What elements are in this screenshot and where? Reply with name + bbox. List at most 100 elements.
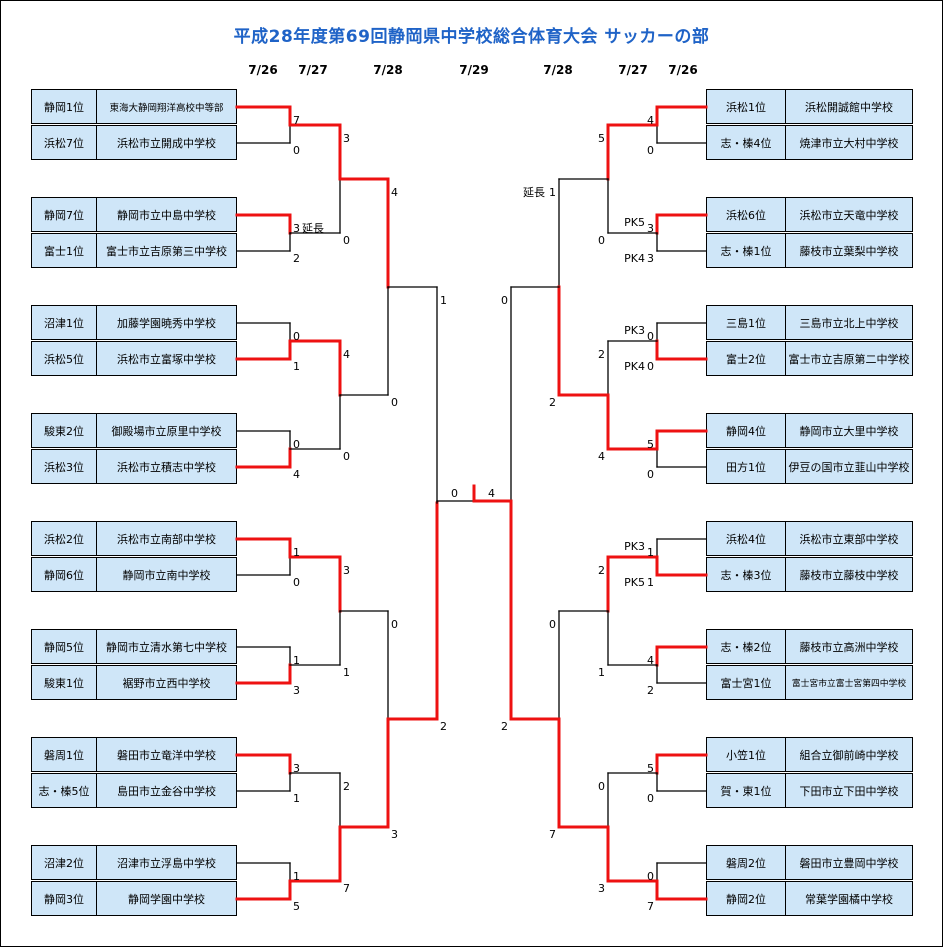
left-score: 3 xyxy=(293,684,300,697)
left-team-box: 磐周1位 磐田市立竜洋中学校 xyxy=(31,737,237,772)
left-team-box: 駿東2位御殿場市立原里中学校 xyxy=(31,413,237,448)
right-team-box: 静岡2位常葉学園橘中学校 xyxy=(706,881,913,916)
left-score: 2 xyxy=(343,780,350,793)
page-title: 平成28年度第69回静岡県中学校総合体育大会 サッカーの部 xyxy=(233,27,710,47)
right-score: 0 xyxy=(647,870,654,883)
team-rank: 浜松4位 xyxy=(707,522,786,555)
right-pk: PK5 xyxy=(624,216,645,229)
right-score: 2 xyxy=(598,564,605,577)
left-score: 1 xyxy=(293,870,300,883)
team-rank: 志・榛5位 xyxy=(32,774,97,807)
left-score: 1 xyxy=(293,654,300,667)
right-score: 0 xyxy=(598,780,605,793)
left-score: 3 xyxy=(343,564,350,577)
team-school: 浜松市立南部中学校 xyxy=(117,532,216,546)
right-team-box: 志・榛3位藤枝市立藤枝中学校 xyxy=(706,557,913,592)
left-score: 1 xyxy=(293,360,300,373)
right-score: 3 xyxy=(647,222,654,235)
left-score: 4 xyxy=(343,348,350,361)
right-team-box: 賀・東1位下田市立下田中学校 xyxy=(706,773,913,808)
right-team-box: 富士宮1位富士宮市立富士宮第四中学校 xyxy=(706,665,913,700)
right-score: 0 xyxy=(549,618,556,631)
right-score: 4 xyxy=(598,450,605,463)
team-rank: 駿東1位 xyxy=(32,666,97,699)
date-left-round1: 7/26 xyxy=(248,63,278,77)
team-school: 藤枝市立藤枝中学校 xyxy=(799,568,899,582)
left-team-box: 沼津2位沼津市立浮島中学校 xyxy=(31,845,237,880)
right-pk: PK5 xyxy=(624,576,645,589)
date-left-round2: 7/27 xyxy=(298,63,328,77)
team-rank: 浜松3位 xyxy=(32,450,97,483)
right-score: 1 xyxy=(647,546,654,559)
left-team-box: 静岡3位静岡学園中学校 xyxy=(31,881,237,916)
team-school: 組合立御前崎中学校 xyxy=(799,748,899,762)
left-score: 7 xyxy=(343,882,350,895)
left-team-box: 浜松3位 浜松市立積志中学校 xyxy=(31,449,237,484)
left-score: 1 xyxy=(440,294,447,307)
team-school: 磐田市立竜洋中学校 xyxy=(117,748,216,762)
team-school: 藤枝市立高洲中学校 xyxy=(799,640,899,654)
team-rank: 静岡5位 xyxy=(32,630,97,663)
right-team-box: 浜松4位浜松市立東部中学校 xyxy=(706,521,913,556)
right-score: 3 xyxy=(598,882,605,895)
left-score: 2 xyxy=(440,720,447,733)
left-team-box: 静岡5位静岡市立清水第七中学校 xyxy=(31,629,237,664)
date-right-round1: 7/26 xyxy=(668,63,698,77)
team-school: 富士市立吉原第二中学校 xyxy=(788,352,910,366)
team-school: 浜松市立天竜中学校 xyxy=(799,208,899,222)
team-rank: 志・榛4位 xyxy=(707,126,786,159)
right-note: 延長 xyxy=(523,186,545,199)
left-score: 0 xyxy=(293,438,300,451)
left-team-box: 志・榛5位 島田市立金谷中学校 xyxy=(31,773,237,808)
team-rank: 富士1位 xyxy=(32,234,97,267)
team-school: 裾野市立西中学校 xyxy=(122,676,211,690)
left-team-box: 静岡1位東海大静岡翔洋高校中等部 xyxy=(31,89,237,124)
team-school: 静岡市立大里中学校 xyxy=(799,424,899,438)
right-score: 0 xyxy=(647,468,654,481)
left-score: 4 xyxy=(391,186,398,199)
left-score: 0 xyxy=(343,234,350,247)
right-score: 5 xyxy=(647,762,654,775)
team-school: 富士市立吉原第三中学校 xyxy=(106,244,227,258)
left-team-box: 沼津1位加藤学園暁秀中学校 xyxy=(31,305,237,340)
right-score: 2 xyxy=(549,396,556,409)
date-right-round2: 7/27 xyxy=(618,63,648,77)
team-school: 富士宮市立富士宮第四中学校 xyxy=(791,679,907,689)
left-score: 0 xyxy=(293,330,300,343)
right-score: 3 xyxy=(647,252,654,265)
left-score: 7 xyxy=(293,114,300,127)
team-rank: 小笠1位 xyxy=(707,738,786,771)
right-team-box: 志・榛1位藤枝市立葉梨中学校 xyxy=(706,233,913,268)
team-school: 浜松市立開成中学校 xyxy=(117,136,216,150)
left-team-box: 駿東1位 裾野市立西中学校 xyxy=(31,665,237,700)
team-rank: 浜松1位 xyxy=(707,90,786,123)
right-pk: PK4 xyxy=(624,252,645,265)
left-score: 1 xyxy=(343,666,350,679)
team-school: 沼津市立浮島中学校 xyxy=(117,856,216,870)
team-school: 島田市立金谷中学校 xyxy=(117,784,216,798)
team-school: 浜松市立積志中学校 xyxy=(117,460,216,474)
team-school: 伊豆の国市立韮山中学校 xyxy=(788,460,910,474)
right-score: 1 xyxy=(598,666,605,679)
team-school: 静岡市立清水第七中学校 xyxy=(106,640,227,654)
team-rank: 静岡2位 xyxy=(707,882,786,915)
right-pk: PK4 xyxy=(624,360,645,373)
right-score: 0 xyxy=(598,234,605,247)
left-score: 0 xyxy=(293,576,300,589)
final-score-left: 0 xyxy=(451,487,458,500)
team-school: 加藤学園暁秀中学校 xyxy=(117,316,216,330)
right-team-box: 静岡4位静岡市立大里中学校 xyxy=(706,413,913,448)
right-score: 2 xyxy=(501,720,508,733)
team-rank: 富士2位 xyxy=(707,342,786,375)
right-score: 2 xyxy=(598,348,605,361)
team-school: 磐田市立豊岡中学校 xyxy=(799,856,899,870)
team-rank: 浜松6位 xyxy=(707,198,786,231)
left-score: 4 xyxy=(293,468,300,481)
team-rank: 静岡7位 xyxy=(32,198,97,231)
right-score: 5 xyxy=(647,438,654,451)
team-school: 静岡市立南中学校 xyxy=(122,568,211,582)
team-rank: 磐周1位 xyxy=(32,738,97,771)
right-score: 0 xyxy=(647,360,654,373)
team-rank: 駿東2位 xyxy=(32,414,97,447)
